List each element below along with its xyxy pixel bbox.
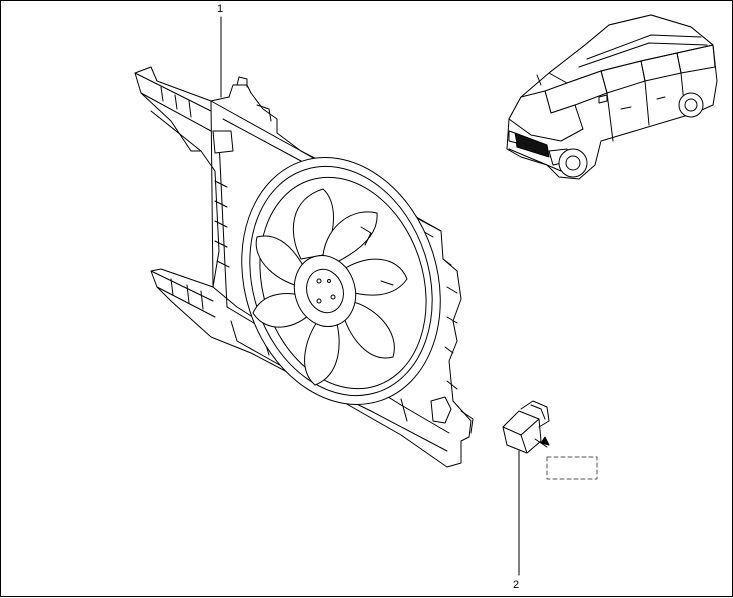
leader-lines bbox=[220, 16, 520, 576]
part-2-connector bbox=[502, 400, 598, 480]
callout-2: 2 bbox=[513, 579, 520, 591]
vehicle-illustration bbox=[506, 14, 718, 180]
callout-1: 1 bbox=[217, 3, 224, 15]
fan-assembly bbox=[241, 157, 441, 405]
